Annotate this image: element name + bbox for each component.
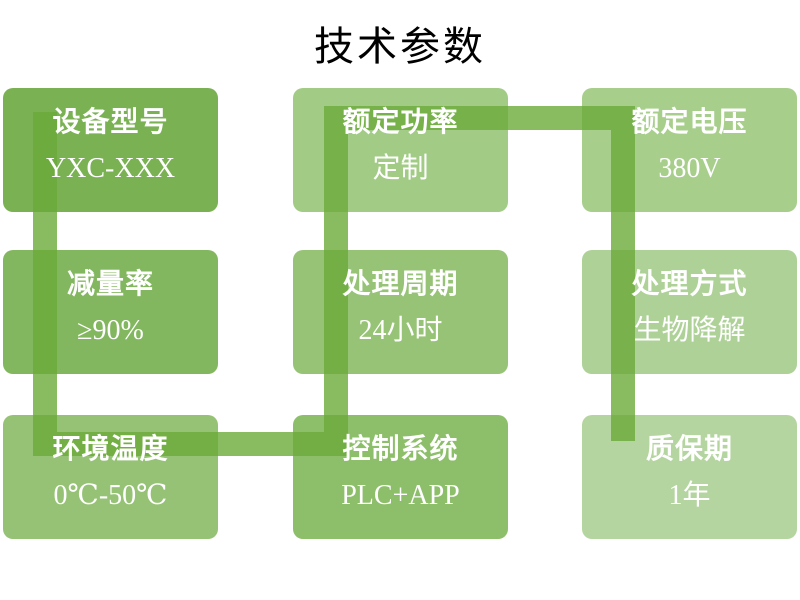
param-label: 额定电压 (631, 107, 748, 138)
param-label: 处理周期 (342, 269, 459, 300)
param-value: YXC-XXX (45, 153, 176, 184)
param-value: PLC+APP (341, 480, 460, 511)
param-card-rated-power: 额定功率 定制 (293, 88, 508, 212)
param-card-ambient-temperature: 环境温度 0℃-50℃ (3, 415, 218, 539)
param-value: 0℃-50℃ (53, 480, 168, 511)
param-label: 额定功率 (342, 107, 459, 138)
param-card-rated-voltage: 额定电压 380V (582, 88, 797, 212)
param-value: 24小时 (358, 315, 443, 346)
param-label: 环境温度 (52, 434, 169, 465)
param-card-processing-method: 处理方式 生物降解 (582, 250, 797, 374)
param-card-processing-cycle: 处理周期 24小时 (293, 250, 508, 374)
param-value: 定制 (372, 153, 429, 184)
param-label: 设备型号 (52, 107, 169, 138)
param-card-control-system: 控制系统 PLC+APP (293, 415, 508, 539)
param-label: 控制系统 (342, 434, 459, 465)
param-label: 质保期 (645, 434, 733, 465)
param-value: 生物降解 (633, 315, 746, 346)
param-value: 380V (658, 153, 721, 184)
param-card-warranty: 质保期 1年 (582, 415, 797, 539)
param-card-reduction-rate: 减量率 ≥90% (3, 250, 218, 374)
param-value: ≥90% (77, 315, 144, 346)
param-value: 1年 (668, 480, 711, 511)
page-title: 技术参数 (314, 25, 486, 69)
param-label: 减量率 (66, 269, 154, 300)
param-card-device-model: 设备型号 YXC-XXX (3, 88, 218, 212)
param-label: 处理方式 (631, 269, 748, 300)
